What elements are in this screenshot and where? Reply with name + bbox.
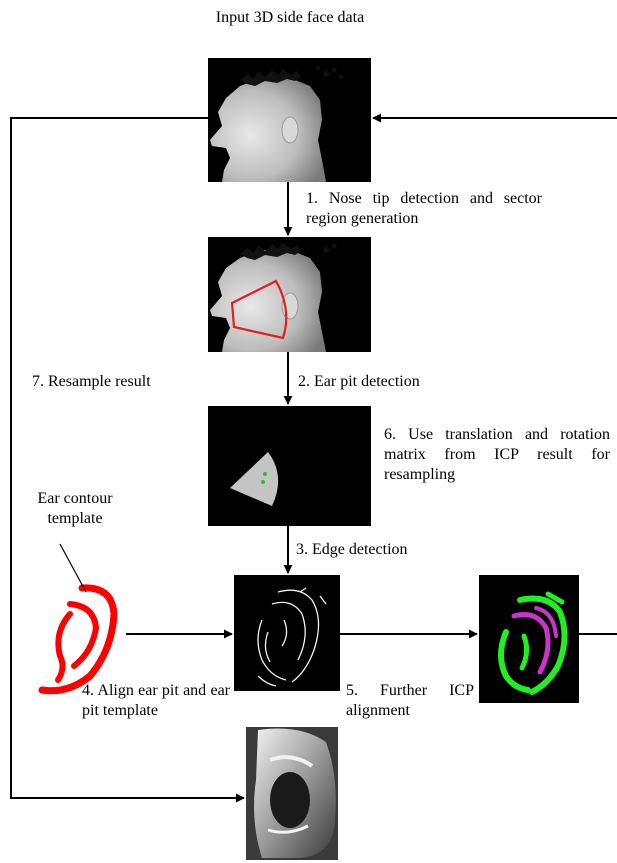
- ear-contour-template: [42, 588, 114, 691]
- step4-label: 4. Align ear pit and ear pit template: [82, 681, 230, 721]
- edge-detection-image: [234, 575, 340, 691]
- step1-label: 1. Nose tip detection and sector region …: [306, 189, 542, 229]
- input-data-label: Input 3D side face data: [190, 8, 390, 28]
- ear-pit-image: [208, 406, 371, 526]
- step5-label: 5. Further ICP alignment: [346, 681, 474, 721]
- sector-region-image: [208, 237, 371, 352]
- template-pointer-line: [60, 544, 86, 592]
- template-label: Ear contour template: [20, 489, 130, 529]
- icp-alignment-image: [479, 575, 579, 703]
- step3-label: 3. Edge detection: [296, 540, 496, 560]
- resample-result-image: [246, 727, 338, 860]
- step7-label: 7. Resample result: [32, 372, 212, 392]
- input-face-image: [208, 58, 371, 182]
- step2-label: 2. Ear pit detection: [298, 372, 518, 392]
- step6-label: 6. Use translation and rotation matrix f…: [384, 425, 610, 485]
